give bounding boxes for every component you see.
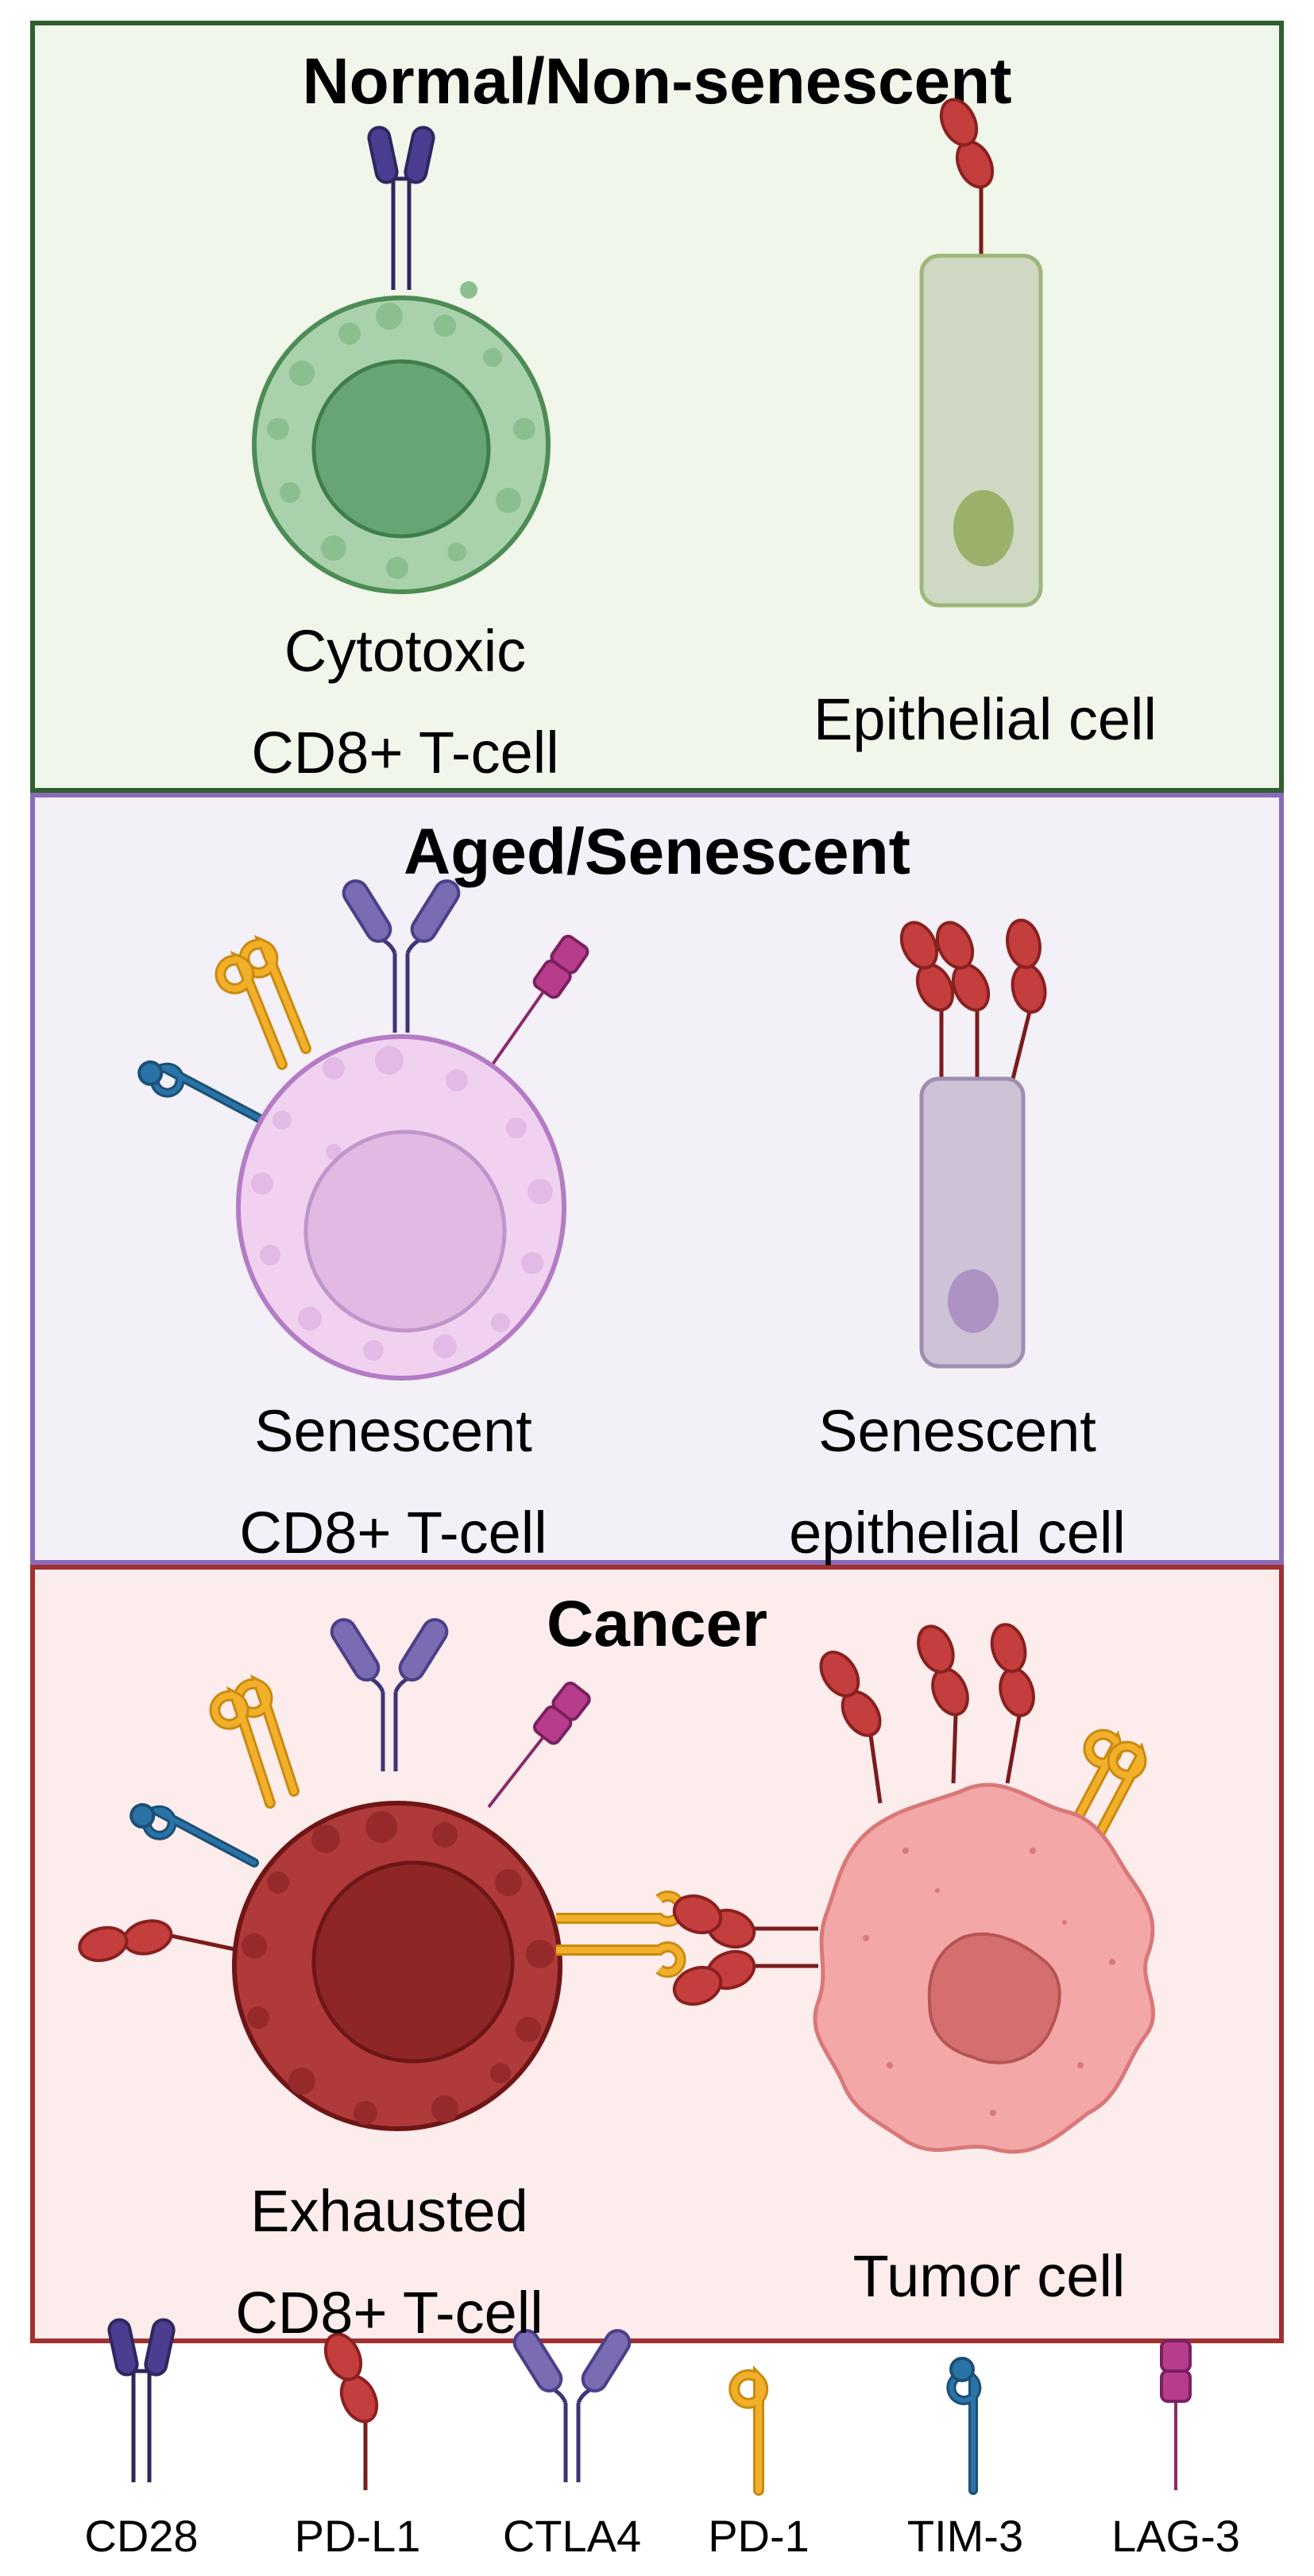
exhausted-ctla4	[327, 1615, 451, 1771]
cell-label-exhausted-t-cell: Exhausted CD8+ T-cell	[235, 2178, 543, 2346]
senescent-epithelial-cell-icon	[919, 1076, 1026, 1369]
legend-pd-1-icon	[734, 2375, 763, 2490]
cell-label-epithelial-cell: Epithelial cell	[814, 686, 1157, 752]
ctla4-receptor-icon	[339, 876, 463, 1033]
senescent-panel-illustrations	[135, 876, 1069, 1381]
legend-label-pd-l1: PD-L1	[294, 2511, 421, 2561]
senescent-t-cell-icon	[236, 1034, 566, 1381]
pd-1-pd-l1-interaction	[556, 1890, 818, 2006]
exhausted-tim-3	[127, 1798, 256, 1882]
tim-3-receptor-icon	[135, 1055, 264, 1139]
cell-label-tumor-cell: Tumor cell	[852, 2243, 1126, 2309]
panel-title: Normal/Non-senescent	[302, 45, 1012, 118]
cell-label-cytotoxic-t-cell: Cytotoxic CD8+ T-cell	[251, 618, 559, 786]
tumor-pd-l1-cluster	[811, 1616, 1053, 1809]
cytotoxic-t-cell-icon	[252, 281, 551, 594]
cell-label-senescent-epithelial-cell: Senescent epithelial cell	[789, 1398, 1126, 1566]
cancer-panel-illustrations	[71, 1615, 1155, 2154]
pd-l1-ligand-icon	[934, 94, 999, 256]
normal-panel: Normal/Non-senescent	[30, 21, 1284, 793]
legend-label-pd-1: PD-1	[708, 2511, 810, 2561]
cd28-receptor-icon	[367, 126, 435, 290]
pd-1-receptor-icon	[216, 940, 310, 1073]
legend-lag-3-icon	[1160, 2339, 1192, 2492]
senescent-pd-l1-cluster	[895, 910, 1069, 1083]
normal-panel-illustrations	[252, 94, 1043, 608]
epithelial-cell-icon	[919, 253, 1043, 608]
tumor-cell-icon	[813, 1782, 1155, 2154]
exhausted-lag-3	[475, 1678, 593, 1818]
lag-3-receptor-icon	[479, 932, 592, 1075]
legend-label-ctla4: CTLA4	[502, 2511, 642, 2561]
cell-label-senescent-t-cell: Senescent CD8+ T-cell	[239, 1398, 547, 1566]
legend-label-cd28: CD28	[84, 2511, 199, 2561]
exhausted-pd-l1-left	[71, 1898, 242, 1995]
panel-title: Cancer	[546, 1588, 768, 1660]
panel-title: Aged/Senescent	[404, 816, 910, 888]
exhausted-t-cell-icon	[232, 1801, 562, 2131]
legend-tim-3-icon	[951, 2358, 976, 2490]
legend-label-tim-3: TIM-3	[906, 2511, 1024, 2561]
exhausted-pd-1-pair	[211, 1680, 298, 1810]
legend-label-lag-3: LAG-3	[1111, 2511, 1240, 2561]
